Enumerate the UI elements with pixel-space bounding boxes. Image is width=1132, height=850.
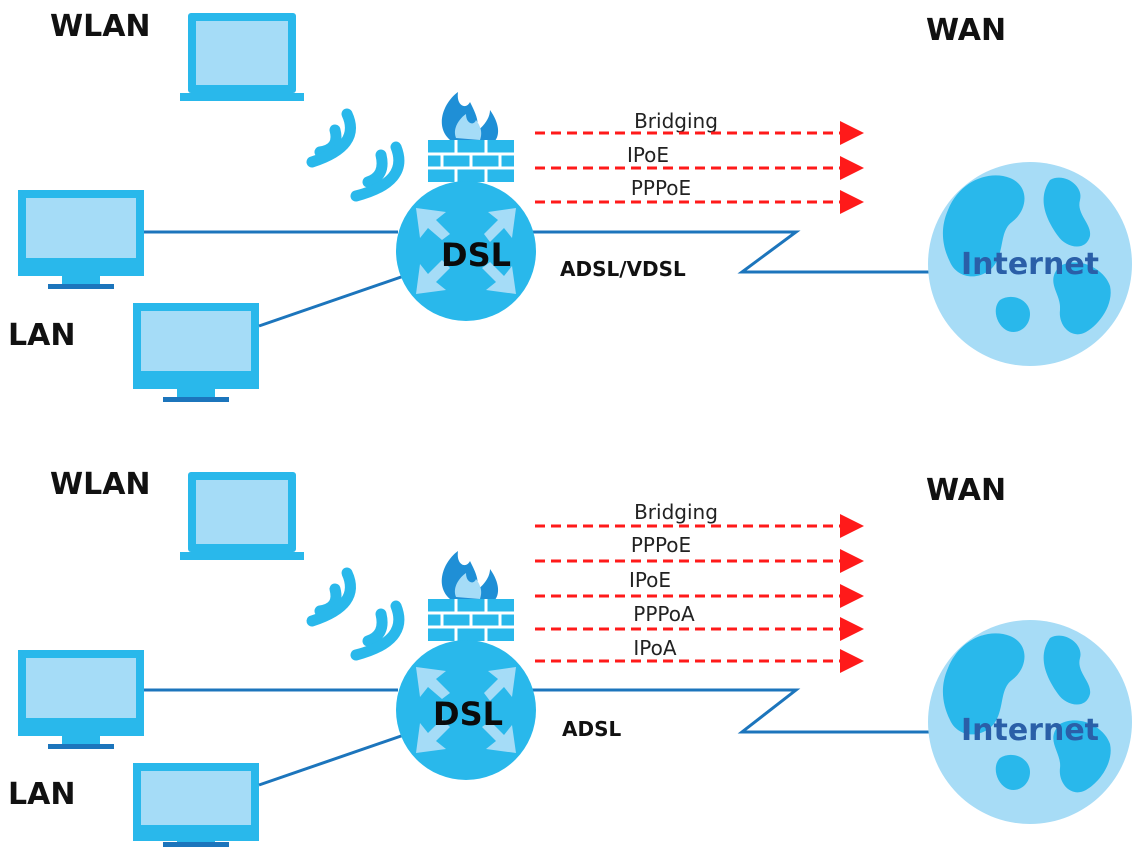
- protocol-list: Bridging IPoE PPPoE: [535, 109, 864, 214]
- protocol-label: IPoE: [627, 143, 669, 167]
- firewall-icon: [428, 551, 514, 641]
- protocol-label: IPoA: [633, 636, 676, 660]
- firewall-icon: [428, 92, 514, 182]
- wifi-signal-icon: [306, 108, 405, 202]
- globe-icon: Internet: [928, 620, 1132, 824]
- router-icon: DSL: [396, 181, 536, 321]
- router-label: DSL: [433, 695, 503, 733]
- lan-link-line: [258, 274, 405, 328]
- monitor-icon: [18, 190, 144, 289]
- link-label: ADSL: [562, 717, 621, 741]
- laptop-icon: [180, 13, 304, 101]
- protocol-label: PPPoA: [633, 602, 695, 626]
- diagram-1: WLAN LAN WAN: [8, 9, 1132, 402]
- protocol-label: PPPoE: [631, 533, 691, 557]
- monitor-icon: [133, 763, 259, 847]
- wan-label: WAN: [926, 473, 1006, 508]
- protocol-label: PPPoE: [631, 176, 691, 200]
- protocol-label: Bridging: [634, 109, 718, 133]
- dsl-link-line: [532, 688, 930, 734]
- monitor-icon: [133, 303, 259, 402]
- lan-label: LAN: [8, 318, 75, 353]
- protocol-label: IPoE: [629, 568, 671, 592]
- protocol-label: Bridging: [634, 500, 718, 524]
- wan-label: WAN: [926, 13, 1006, 48]
- laptop-icon: [180, 472, 304, 560]
- lan-link-line: [258, 733, 405, 787]
- globe-icon: Internet: [928, 162, 1132, 366]
- wlan-label: WLAN: [50, 9, 151, 44]
- monitor-icon: [18, 650, 144, 749]
- protocol-list: Bridging PPPoE IPoE PPPoA IPoA: [535, 500, 864, 673]
- diagram-2: WLAN LAN WAN: [8, 467, 1132, 847]
- router-icon: DSL: [396, 640, 536, 780]
- wifi-signal-icon: [306, 567, 405, 661]
- wlan-label: WLAN: [50, 467, 151, 502]
- dsl-link-line: [532, 230, 930, 274]
- lan-label: LAN: [8, 777, 75, 812]
- link-label: ADSL/VDSL: [560, 257, 686, 281]
- router-label: DSL: [441, 236, 511, 274]
- internet-label: Internet: [961, 247, 1099, 282]
- internet-label: Internet: [961, 713, 1099, 748]
